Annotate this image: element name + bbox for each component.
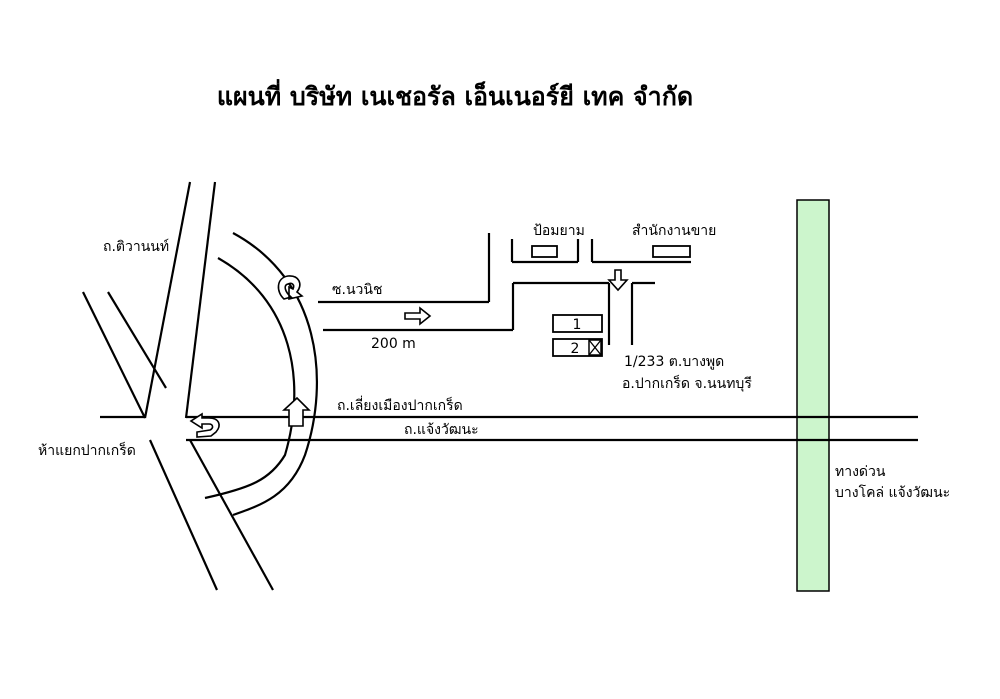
bypass-road-label: ถ.เลี่ยงเมืองปากเกร็ด — [337, 396, 463, 414]
guard-post-box — [531, 245, 558, 258]
expressway-label-line-1: ทางด่วน — [835, 464, 886, 480]
building-1-label: 1 — [573, 317, 582, 333]
arrow-down-icon — [607, 269, 629, 292]
arrow-right-icon — [404, 306, 432, 326]
address-line-1: 1/233 ต.บางพูด — [624, 354, 724, 370]
left-road-edge-bottom — [107, 291, 167, 389]
lower-road-edge-right — [189, 439, 274, 591]
guard-post-label: ป้อมยาม — [533, 223, 585, 239]
lower-road-edge-left — [148, 439, 219, 591]
sales-office-label: สำนักงานขาย — [632, 223, 716, 239]
chaeng-road-label: ถ.แจ้งวัฒนะ — [404, 422, 479, 438]
arrow-up-icon — [281, 396, 311, 427]
pakkret-intersection-label: ห้าแยกปากเกร็ด — [38, 441, 136, 459]
u-turn-icon-top — [277, 275, 304, 301]
bypass-road-edge-outer — [232, 232, 319, 517]
expressway-label-line-2: บางโคล่ แจ้งวัฒนะ — [835, 484, 950, 501]
expressway-band — [796, 199, 830, 592]
tiwanon-road-edge-right — [184, 181, 217, 419]
address-line-2: อ.ปากเกร็ด จ.นนทบุรี — [622, 374, 752, 392]
soi-nawit-label: ซ.นวนิช — [332, 282, 382, 298]
building-2-marker-icon — [588, 339, 602, 356]
sales-office-box — [652, 245, 691, 258]
tiwanon-road-label: ถ.ติวานนท์ — [103, 238, 169, 255]
map-title: แผนที่ บริษัท เนเชอรัล เอ็นเนอร์ยี เทค จ… — [217, 79, 693, 111]
distance-label: 200 m — [371, 336, 416, 352]
left-road-edge-top — [82, 291, 146, 419]
building-2-label: 2 — [571, 341, 580, 357]
building-1-box — [552, 314, 603, 333]
tiwanon-road-edge-left — [143, 181, 192, 419]
u-turn-icon-bottom — [189, 412, 220, 438]
